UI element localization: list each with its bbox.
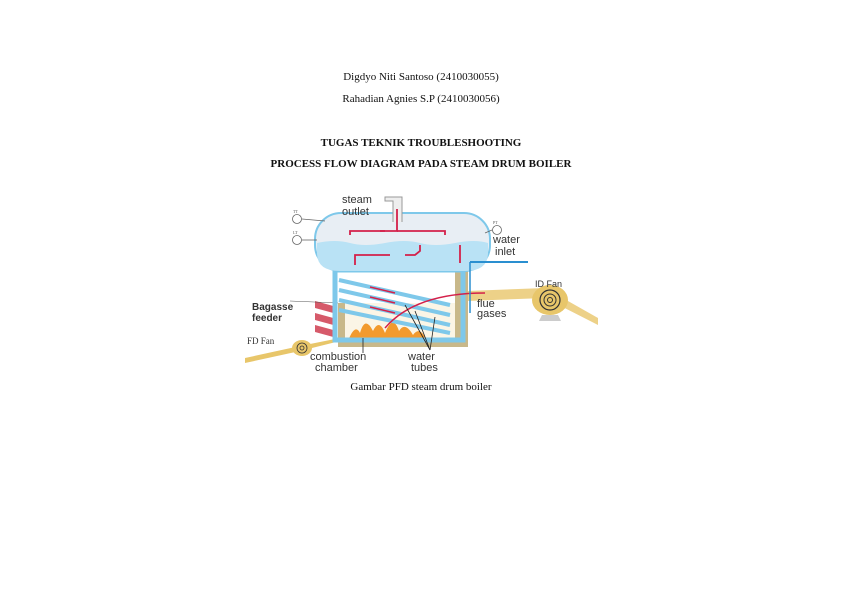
bagasse-feeder [315, 301, 337, 338]
pt-label: PT [493, 220, 498, 225]
author-2: Rahadian Agnies S.P (2410030056) [342, 93, 500, 105]
lt-label: LT [293, 230, 298, 235]
fd-fan [292, 340, 312, 356]
id-fan-label: ID Fan [535, 279, 562, 289]
flame [348, 322, 427, 341]
bagasse-label-2: feeder [252, 313, 282, 324]
flue-gases-label-1: flue [477, 298, 495, 310]
id-fan-duct [467, 288, 598, 325]
combustion-label-2: chamber [315, 362, 358, 373]
water-tubes-label-2: tubes [411, 362, 438, 373]
steam-flow-arrows [349, 209, 461, 265]
water-inlet-label-2: inlet [495, 246, 515, 258]
bagasse-label-1: Bagasse [252, 302, 294, 313]
figure-caption: Gambar PFD steam drum boiler [350, 381, 492, 393]
flue-gases-label-2: gases [477, 308, 507, 320]
title-line-1: TUGAS TEKNIK TROUBLESHOOTING [320, 137, 522, 149]
water-tubes-label-1: water [407, 351, 435, 363]
water-inlet-label-1: water [492, 234, 520, 246]
title-line-2: PROCESS FLOW DIAGRAM PADA STEAM DRUM BOI… [270, 158, 572, 170]
steam-outlet-label-1: steam [342, 194, 372, 206]
label-leaders [362, 304, 436, 353]
steam-outlet-label-2: outlet [342, 206, 369, 218]
id-fan [532, 285, 568, 321]
fd-fan-duct [245, 338, 340, 363]
instrument-gauges [292, 214, 502, 245]
steam-drum-boiler-diagram: ID Fan FD Fan Bagasse feeder wat [245, 194, 598, 373]
tt-label: TT [293, 209, 298, 214]
fd-fan-label: FD Fan [247, 336, 275, 346]
drum-water [317, 241, 488, 271]
combustion-label-1: combustion [310, 351, 366, 363]
author-1: Digdyo Niti Santoso (2410030055) [343, 71, 499, 83]
